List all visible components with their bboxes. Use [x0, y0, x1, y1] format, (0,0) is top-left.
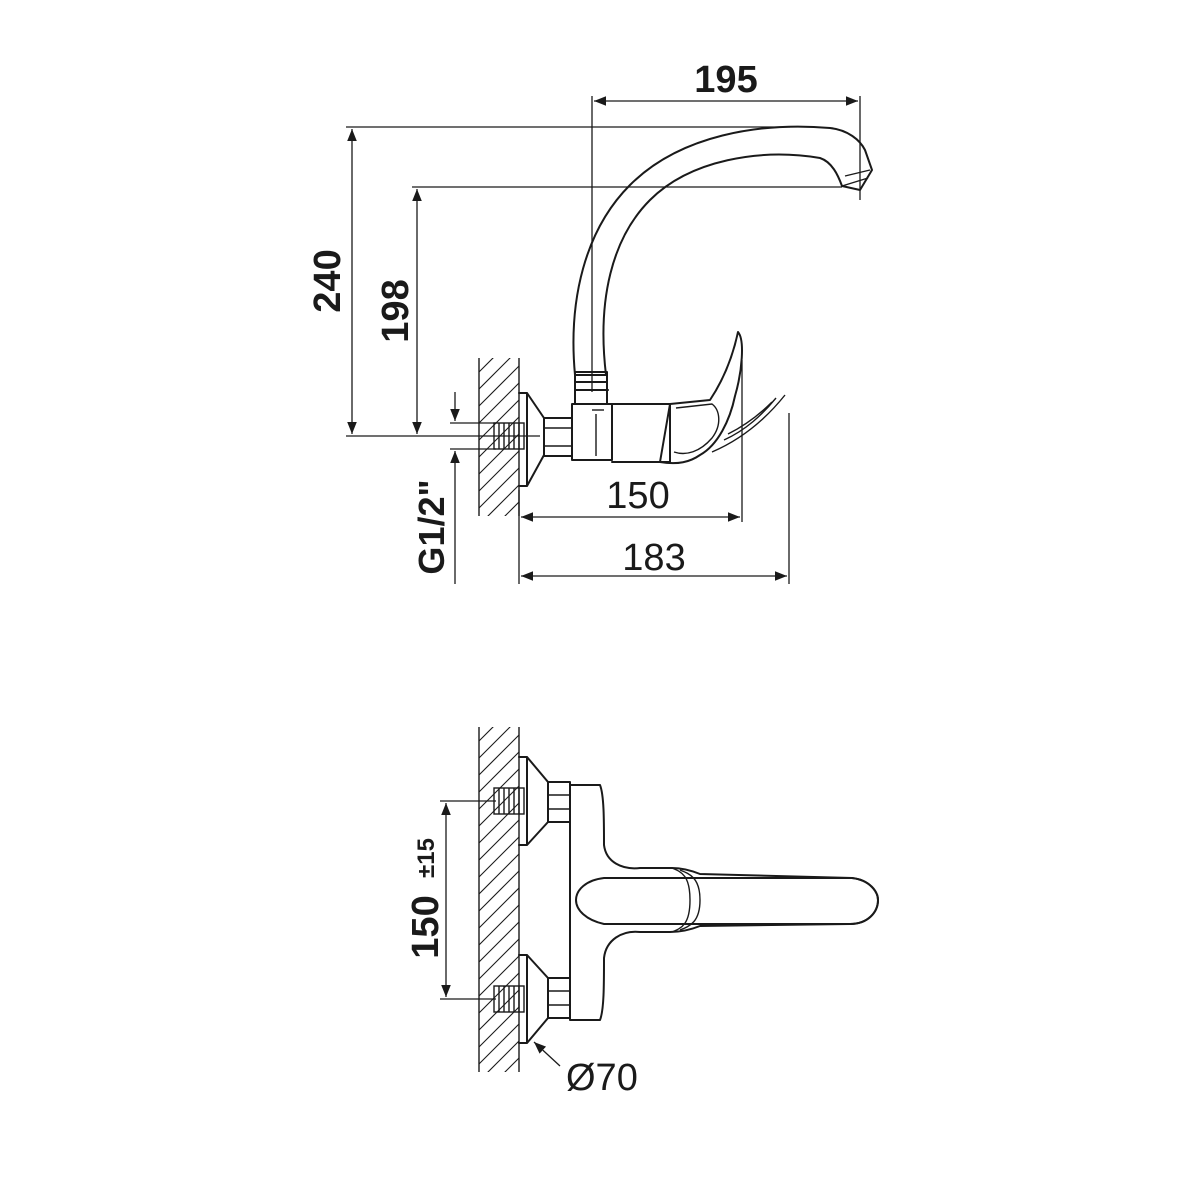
wall-hatch-line	[479, 519, 519, 559]
wall-hatch-line	[479, 727, 511, 759]
dimension-flange-diameter: Ø70	[533, 1041, 638, 1099]
dimension-label-tolerance: ±15	[413, 838, 440, 878]
dimension-label-195: 195	[694, 59, 757, 101]
wall-hatch-line	[504, 1057, 519, 1072]
wall-hatch-line	[504, 501, 519, 516]
wall-hatch-line	[479, 751, 519, 793]
lever-handle-side	[659, 331, 743, 465]
wall-hatch-line	[479, 433, 519, 475]
wall-hatch-line	[479, 467, 519, 509]
wall-hatch-line	[479, 536, 519, 576]
dimension-label-240: 240	[307, 249, 349, 312]
hex-nut-lower	[547, 977, 571, 1019]
dimension-150-side: 150	[518, 360, 743, 584]
wall-hatch-line	[479, 904, 519, 946]
wall-hatch-line	[479, 1092, 519, 1132]
wall-hatch-line	[479, 802, 519, 844]
wall-hatch-line	[479, 1023, 519, 1065]
dimension-198: 198	[375, 186, 842, 434]
dimension-183: 183	[521, 413, 790, 584]
wall-hatch-line	[479, 315, 519, 355]
wall-hatch-line	[479, 667, 519, 707]
wall-hatch-line	[479, 1006, 519, 1048]
side-view: 195 240 198 G1/2" 150	[307, 59, 873, 610]
spout-top	[575, 877, 879, 925]
dimension-thread: G1/2"	[411, 392, 496, 584]
wall-hatch-line	[479, 553, 519, 593]
eccentric-upper	[493, 756, 571, 846]
wall-hatch-line	[479, 399, 519, 441]
wall-hatch-line	[479, 938, 519, 980]
wall-hatch-line	[479, 734, 519, 776]
wall-hatch-line	[479, 358, 511, 390]
dimension-label-thread: G1/2"	[411, 479, 452, 574]
dimension-195: 195	[591, 59, 861, 392]
wall-flange-side	[518, 392, 545, 487]
top-view: 150 ±15 Ø70	[405, 667, 879, 1166]
eccentric-lower	[493, 954, 571, 1044]
spout-collar	[574, 371, 608, 383]
wall-hatch-line	[479, 382, 519, 424]
wall-hatch-line	[479, 365, 519, 407]
wall-hatch-line	[479, 450, 519, 492]
wall-hatch-line	[479, 921, 519, 963]
wall-hatch-line	[479, 358, 494, 373]
wall-hatch-line	[479, 1126, 519, 1166]
wall-hatch-line	[479, 570, 519, 610]
wall-hatch-line	[479, 870, 519, 912]
wall-section-top	[478, 667, 520, 1166]
dimension-label-150: 150	[606, 475, 669, 517]
wall-hatch-line	[479, 298, 519, 338]
dimension-label-183: 183	[622, 537, 685, 579]
mixer-body-side	[571, 403, 671, 463]
wall-hatch-line	[487, 1040, 519, 1072]
dimension-label-150-centers: 150	[405, 895, 447, 958]
wall-hatch-line	[479, 1109, 519, 1149]
dimension-150-centers: 150 ±15	[405, 800, 496, 1000]
wall-hatch-line	[479, 819, 519, 861]
wall-hatch-line	[487, 484, 519, 516]
dimension-label-198: 198	[375, 279, 417, 342]
dimension-label-diameter: Ø70	[566, 1057, 638, 1099]
wall-hatch-line	[479, 727, 494, 742]
wall-section-side	[478, 298, 520, 610]
mixer-body-top	[569, 784, 879, 1021]
hex-nut-upper	[547, 781, 571, 823]
swivel-spout	[572, 125, 873, 376]
wall-hatch-line	[479, 836, 519, 878]
hex-nut-side	[543, 417, 573, 457]
wall-hatch-line	[479, 1075, 519, 1115]
wall-hatch-line	[479, 684, 519, 724]
dimension-240: 240	[307, 126, 790, 437]
wall-hatch-line	[479, 955, 519, 997]
wall-hatch-line	[479, 887, 519, 929]
wall-hatch-line	[479, 853, 519, 895]
